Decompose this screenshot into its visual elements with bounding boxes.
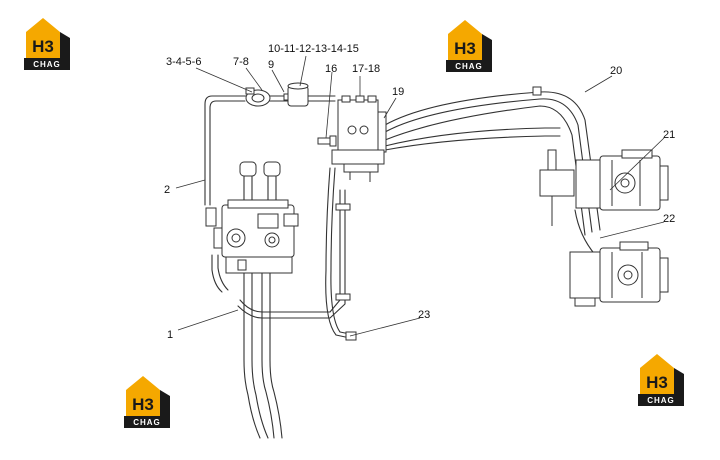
pump-lower: [569, 241, 669, 307]
callout-1: 1: [167, 329, 173, 341]
callout-7-8: 7-8: [233, 56, 249, 68]
logo-mark-text: H3: [32, 37, 54, 56]
logo-mark-text: H3: [454, 39, 476, 58]
callout-20: 20: [610, 65, 622, 77]
callout-22: 22: [663, 213, 675, 225]
check-valve-16: [317, 135, 337, 147]
callout-2: 2: [164, 184, 170, 196]
logo-name-text: CHAG: [133, 418, 161, 427]
logo-mark-text: H3: [132, 395, 154, 414]
logo-name-text: CHAG: [455, 62, 483, 71]
clamp: [335, 203, 351, 211]
logo-bottom-right: H3 CHAG: [638, 354, 684, 406]
callout-19: 19: [392, 86, 404, 98]
callout-labels: 1 2 3-4-5-6 7-8 9 10-11-12-13-14-15 16 1…: [164, 43, 675, 341]
clamp: [532, 86, 542, 96]
callout-9: 9: [268, 59, 274, 71]
callout-23: 23: [418, 309, 430, 321]
logo-name-text: CHAG: [33, 60, 61, 69]
control-valve-bank: [205, 161, 299, 274]
logo-bottom-left: H3 CHAG: [124, 376, 170, 428]
callout-10-15: 10-11-12-13-14-15: [268, 43, 359, 55]
leader-lines: [175, 55, 665, 337]
callout-17-18: 17-18: [352, 63, 380, 75]
clamp: [335, 293, 351, 301]
callout-16: 16: [325, 63, 337, 75]
logo-name-text: CHAG: [647, 396, 675, 405]
filter-housing: [283, 82, 309, 107]
valve-block-19: [331, 95, 387, 182]
logo-top-left: H3 CHAG: [24, 18, 70, 70]
components: [205, 82, 669, 341]
logo-top-center: H3 CHAG: [446, 20, 492, 72]
piping: [204, 91, 601, 439]
callout-21: 21: [663, 129, 675, 141]
callout-3-4-5-6: 3-4-5-6: [166, 56, 201, 68]
logo-mark-text: H3: [646, 373, 668, 392]
pump-upper: [539, 149, 669, 226]
